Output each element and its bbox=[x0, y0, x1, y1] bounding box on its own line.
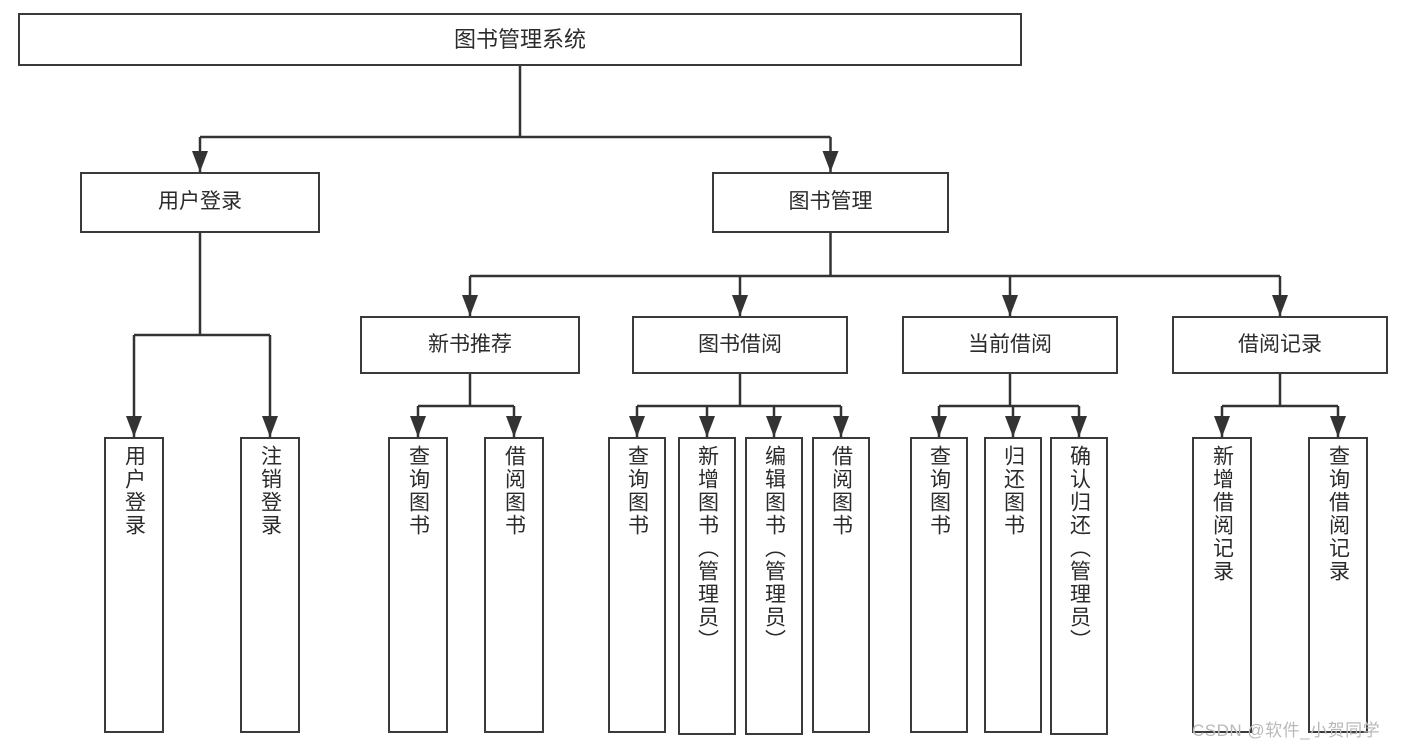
node-label: 新书推荐 bbox=[428, 332, 512, 356]
node-label: 归还图书 bbox=[1001, 445, 1025, 537]
node-leaf-return-book[interactable]: 归还图书 bbox=[984, 437, 1042, 733]
node-leaf-edit-book[interactable]: 编辑图书（管理员） bbox=[745, 437, 803, 735]
node-label: 新增图书（管理员） bbox=[695, 445, 719, 652]
node-label: 查询借阅记录 bbox=[1326, 445, 1350, 583]
node-label: 确认归还（管理员） bbox=[1067, 445, 1091, 652]
node-leaf-borrow-book-b[interactable]: 借阅图书 bbox=[812, 437, 870, 733]
node-leaf-query-book-a[interactable]: 查询图书 bbox=[388, 437, 448, 733]
node-leaf-add-record[interactable]: 新增借阅记录 bbox=[1192, 437, 1252, 733]
arrowhead-leaf-borrow-book-a bbox=[506, 416, 522, 437]
arrowhead-leaf-add-book bbox=[699, 416, 715, 437]
node-label: 图书管理系统 bbox=[453, 26, 586, 52]
node-root[interactable]: 图书管理系统 bbox=[18, 13, 1022, 66]
arrowhead-l2-current bbox=[1002, 295, 1018, 316]
node-label: 注销登录 bbox=[258, 445, 282, 537]
node-l2-borrow[interactable]: 图书借阅 bbox=[632, 316, 848, 374]
arrowhead-leaf-confirm-return bbox=[1071, 416, 1087, 437]
arrowhead-leaf-logout bbox=[262, 416, 278, 437]
node-leaf-confirm-return[interactable]: 确认归还（管理员） bbox=[1050, 437, 1108, 735]
node-label: 用户登录 bbox=[158, 190, 242, 214]
node-l1-book-manage[interactable]: 图书管理 bbox=[712, 172, 949, 233]
arrowhead-leaf-return-book bbox=[1005, 416, 1021, 437]
node-label: 借阅记录 bbox=[1238, 332, 1322, 356]
node-leaf-query-book-b[interactable]: 查询图书 bbox=[608, 437, 666, 733]
arrowhead-l1-book-manage bbox=[822, 151, 839, 172]
node-label: 图书管理 bbox=[788, 190, 873, 214]
node-label: 查询图书 bbox=[927, 445, 951, 537]
node-label: 借阅图书 bbox=[502, 445, 526, 537]
node-label: 图书借阅 bbox=[698, 332, 782, 356]
node-label: 当前借阅 bbox=[968, 332, 1052, 356]
arrowhead-l2-borrow bbox=[732, 295, 748, 316]
node-label: 借阅图书 bbox=[829, 445, 853, 537]
node-label: 用户登录 bbox=[122, 445, 146, 537]
arrowhead-leaf-add-record bbox=[1214, 416, 1230, 437]
arrowhead-l2-record bbox=[1272, 295, 1288, 316]
node-label: 查询图书 bbox=[406, 445, 430, 537]
node-leaf-add-book[interactable]: 新增图书（管理员） bbox=[678, 437, 736, 735]
arrowhead-leaf-edit-book bbox=[766, 416, 782, 437]
arrowhead-leaf-query-record bbox=[1330, 416, 1346, 437]
arrowhead-leaf-query-book-c bbox=[931, 416, 947, 437]
node-leaf-logout[interactable]: 注销登录 bbox=[240, 437, 300, 733]
node-leaf-user-login[interactable]: 用户登录 bbox=[104, 437, 164, 733]
arrowhead-leaf-borrow-book-b bbox=[833, 416, 849, 437]
node-label: 新增借阅记录 bbox=[1210, 445, 1234, 583]
arrowhead-l2-new-book bbox=[462, 295, 478, 316]
arrowhead-l1-user-login bbox=[192, 151, 208, 172]
node-label: 编辑图书（管理员） bbox=[762, 445, 786, 652]
node-l2-new-book[interactable]: 新书推荐 bbox=[360, 316, 580, 374]
node-leaf-query-book-c[interactable]: 查询图书 bbox=[910, 437, 968, 733]
node-leaf-query-record[interactable]: 查询借阅记录 bbox=[1308, 437, 1368, 733]
node-leaf-borrow-book-a[interactable]: 借阅图书 bbox=[484, 437, 544, 733]
arrowhead-leaf-query-book-a bbox=[410, 416, 426, 437]
arrowhead-leaf-query-book-b bbox=[629, 416, 645, 437]
node-l1-user-login[interactable]: 用户登录 bbox=[80, 172, 320, 233]
arrowhead-leaf-user-login bbox=[126, 416, 142, 437]
node-l2-record[interactable]: 借阅记录 bbox=[1172, 316, 1388, 374]
node-l2-current[interactable]: 当前借阅 bbox=[902, 316, 1118, 374]
node-label: 查询图书 bbox=[625, 445, 649, 537]
